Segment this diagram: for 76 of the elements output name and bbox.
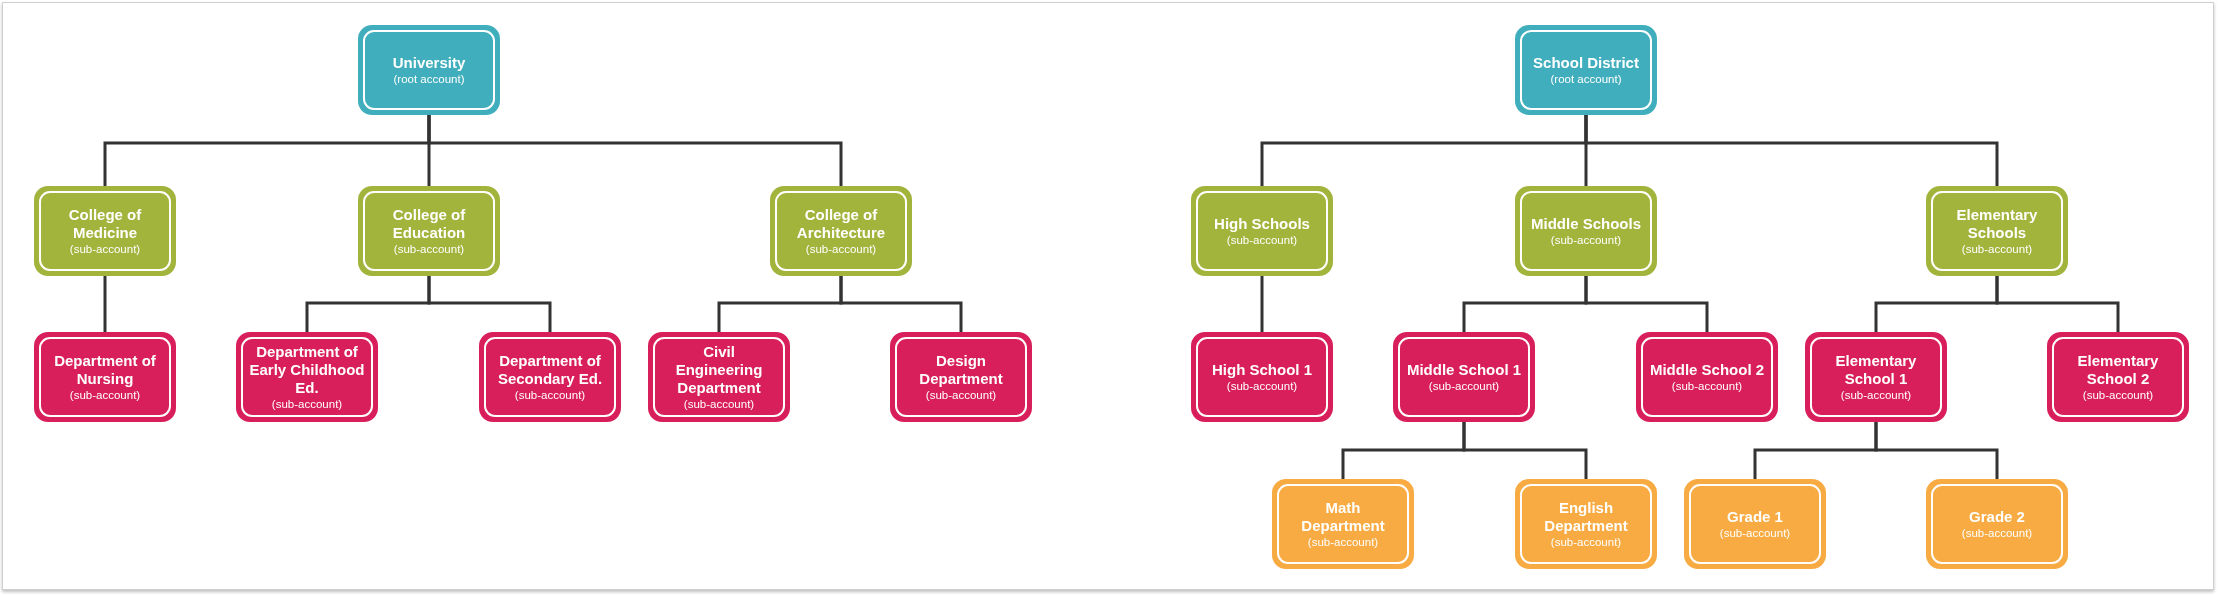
account-box — [358, 25, 500, 115]
account-type: (sub-account) — [1961, 526, 2033, 540]
account-name: Design Department — [918, 352, 1004, 388]
account-name: College of Medicine — [67, 206, 143, 242]
account-type: (sub-account) — [1428, 379, 1500, 393]
account-name: Grade 1 — [1727, 508, 1783, 526]
account-type: (sub-account) — [925, 388, 997, 402]
account-type: (sub-account) — [1961, 242, 2033, 256]
account-name: Department of Early Childhood Ed. — [248, 343, 366, 397]
account-box — [34, 332, 176, 422]
account-name: Civil Engineering Department — [674, 343, 764, 397]
account-box — [1926, 186, 2068, 276]
account-box — [1515, 25, 1657, 115]
account-box — [1684, 479, 1826, 569]
account-type: (sub-account) — [1719, 526, 1791, 540]
account-type: (root account) — [1550, 72, 1622, 86]
account-type: (sub-account) — [69, 388, 141, 402]
account-box — [2047, 332, 2189, 422]
account-name: Elementary School 1 — [1834, 352, 1918, 388]
account-name: Elementary School 2 — [2076, 352, 2160, 388]
connector-line — [1462, 422, 1588, 479]
account-name: Elementary Schools — [1955, 206, 2039, 242]
connector-line — [103, 276, 107, 332]
account-box — [1191, 332, 1333, 422]
account-name: English Department — [1543, 499, 1629, 535]
connector-line — [1584, 115, 1999, 186]
account-type: (sub-account) — [1550, 535, 1622, 549]
account-name: University — [392, 54, 466, 72]
account-box — [648, 332, 790, 422]
account-type: (sub-account) — [805, 242, 877, 256]
account-box — [1926, 479, 2068, 569]
account-type: (sub-account) — [393, 242, 465, 256]
account-box — [1393, 332, 1535, 422]
account-name: Department of Nursing — [53, 352, 157, 388]
connector-line — [427, 276, 552, 332]
account-box — [1191, 186, 1333, 276]
account-name: High School 1 — [1212, 361, 1312, 379]
account-type: (sub-account) — [2082, 388, 2154, 402]
account-box — [890, 332, 1032, 422]
account-type: (sub-account) — [1226, 233, 1298, 247]
account-box — [770, 186, 912, 276]
account-type: (root account) — [393, 72, 465, 86]
account-type: (sub-account) — [1226, 379, 1298, 393]
account-type: (sub-account) — [1671, 379, 1743, 393]
account-box — [1272, 479, 1414, 569]
account-box — [358, 186, 500, 276]
connector-line — [1584, 276, 1709, 332]
account-name: College of Architecture — [795, 206, 887, 242]
account-name: Middle School 1 — [1406, 361, 1522, 379]
account-name: School District — [1533, 54, 1639, 72]
connector-line — [427, 115, 843, 186]
account-name: College of Education — [391, 206, 467, 242]
connector-line — [1874, 422, 1999, 479]
account-type: (sub-account) — [69, 242, 141, 256]
account-type: (sub-account) — [1307, 535, 1379, 549]
account-box — [1636, 332, 1778, 422]
account-box — [1515, 479, 1657, 569]
account-box — [236, 332, 378, 422]
account-name: Department of Secondary Ed. — [496, 352, 604, 388]
account-type: (sub-account) — [683, 397, 755, 411]
account-box — [34, 186, 176, 276]
account-name: High Schools — [1214, 215, 1310, 233]
connector-line — [1995, 276, 2120, 332]
account-box — [1805, 332, 1947, 422]
connector-line — [1260, 276, 1264, 332]
account-name: Math Department — [1300, 499, 1386, 535]
account-name: Middle Schools — [1531, 215, 1641, 233]
account-box — [1515, 186, 1657, 276]
account-type: (sub-account) — [1840, 388, 1912, 402]
account-name: Grade 2 — [1969, 508, 2025, 526]
account-box — [479, 332, 621, 422]
connector-line — [839, 276, 963, 332]
account-type: (sub-account) — [1550, 233, 1622, 247]
account-name: Middle School 2 — [1649, 361, 1765, 379]
account-type: (sub-account) — [514, 388, 586, 402]
account-type: (sub-account) — [271, 397, 343, 411]
